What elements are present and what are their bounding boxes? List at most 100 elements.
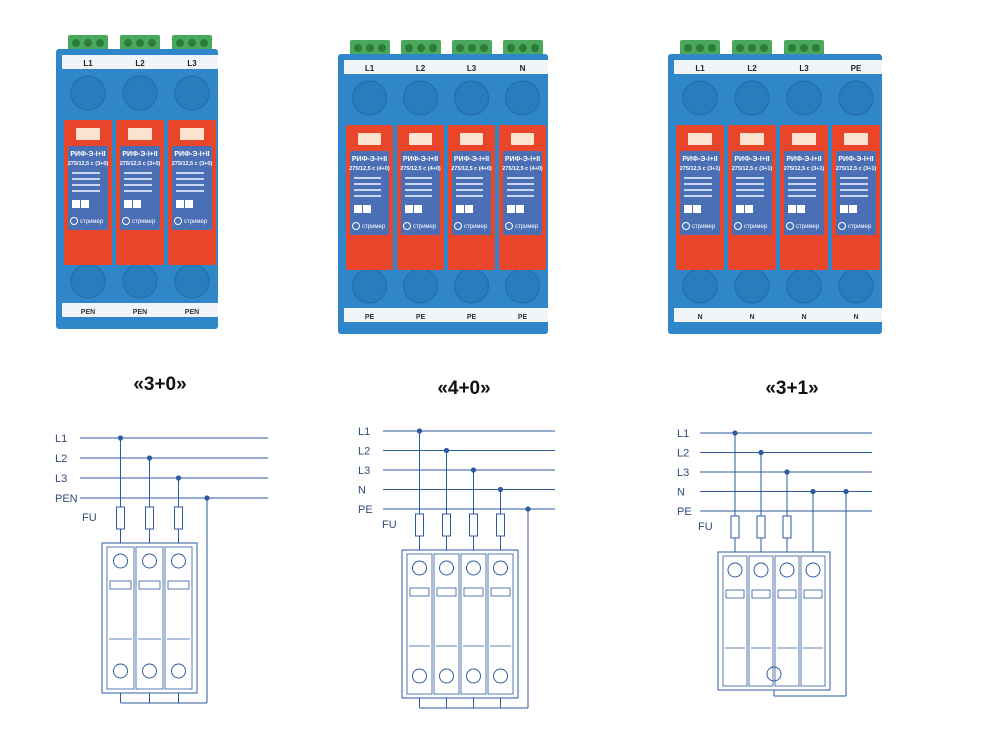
module-spec: 275/12,5 с (4+0) [349, 166, 390, 172]
module-model: РИФ-Э-I+II [838, 156, 873, 163]
bus-label: N [358, 485, 366, 497]
terminal-circle [142, 663, 157, 679]
bottom-terminal-label: N [697, 314, 702, 321]
bus-label: L1 [358, 426, 370, 438]
top-terminal-label: L3 [467, 64, 477, 73]
fuse [756, 515, 766, 539]
top-terminal-label: L2 [135, 59, 145, 68]
fuse [442, 513, 451, 537]
brand-label: стример [692, 224, 716, 230]
bottom-terminal-label: N [853, 314, 858, 321]
status-window [76, 128, 100, 140]
terminal-circle [766, 666, 782, 682]
fuse-label: FU [698, 521, 713, 533]
bus-label: L3 [358, 465, 370, 477]
bottom-terminal-label: PE [467, 314, 477, 321]
screw-cap [122, 75, 158, 111]
status-window [511, 133, 534, 145]
bottom-terminal-label: N [801, 314, 806, 321]
module-spec: 275/12,5 с (3+1) [680, 166, 721, 172]
terminal-circle [113, 553, 128, 569]
bottom-terminal-label: PE [416, 314, 426, 321]
terminal-circle [493, 668, 508, 684]
status-window [358, 133, 381, 145]
module-spec: 275/12,5 с (3+1) [784, 166, 825, 172]
top-terminal-label: L2 [416, 64, 426, 73]
terminal-circle [171, 663, 186, 679]
terminal-circle [142, 553, 157, 569]
status-window [740, 133, 764, 145]
brand-label: стример [132, 219, 156, 225]
screw-cap [838, 80, 874, 116]
terminal-circle [171, 553, 186, 569]
module-model: РИФ-Э-I+II [122, 151, 157, 158]
module-model: РИФ-Э-I+II [734, 156, 769, 163]
top-terminal-label: N [520, 64, 526, 73]
module-spec: 275/12,5 с (3+0) [172, 161, 213, 167]
bus-label: L2 [677, 448, 689, 460]
terminal-circle [753, 562, 769, 578]
fuse [496, 513, 505, 537]
module-spec: 275/12,5 с (3+0) [68, 161, 109, 167]
caption-3-1: «3+1» [765, 378, 819, 399]
fuse [782, 515, 792, 539]
status-window [792, 133, 816, 145]
brand-label: стример [184, 219, 208, 225]
module-model: РИФ-Э-I+II [682, 156, 717, 163]
top-terminal-label: PE [851, 64, 862, 73]
module-model: РИФ-Э-I+II [174, 151, 209, 158]
caption-4-0: «4+0» [437, 378, 491, 399]
top-terminal-label: L3 [187, 59, 197, 68]
fuse [145, 506, 154, 530]
bus-label: PEN [55, 493, 78, 505]
bottom-terminal-label: PE [365, 314, 375, 321]
terminal-circle [412, 560, 427, 576]
top-terminal-label: L1 [365, 64, 375, 73]
module-model: РИФ-Э-I+II [786, 156, 821, 163]
module-model: РИФ-Э-I+II [505, 156, 540, 163]
top-terminal-label: L2 [747, 64, 757, 73]
device-4-0: L1 L2 L3 N РИФ-Э-I+II 275/12,5 с (4+0) стример… [338, 40, 548, 334]
bottom-terminal-label: PEN [81, 309, 95, 316]
status-window [128, 128, 152, 140]
bus-label: L1 [55, 433, 67, 445]
caption-3-0: «3+0» [133, 374, 187, 395]
module-spec: 275/12,5 с (4+0) [400, 166, 441, 172]
module-model: РИФ-Э-I+II [454, 156, 489, 163]
screw-cap [454, 80, 489, 116]
screw-cap [505, 80, 540, 116]
module-model: РИФ-Э-I+II [352, 156, 387, 163]
fuse [415, 513, 424, 537]
spd-outline [717, 551, 831, 691]
status-window [844, 133, 868, 145]
fuse [116, 506, 125, 530]
terminal-circle [113, 663, 128, 679]
module-spec: 275/12,5 с (3+0) [120, 161, 161, 167]
screw-cap [352, 80, 387, 116]
status-window [460, 133, 483, 145]
brand-label: стример [515, 224, 539, 230]
status-window [180, 128, 204, 140]
bus-label: PE [677, 506, 692, 518]
top-terminal-label: L1 [695, 64, 705, 73]
screw-cap [786, 80, 822, 116]
fuse [469, 513, 478, 537]
bus-label: L2 [358, 446, 370, 458]
module-model: РИФ-Э-I+II [70, 151, 105, 158]
status-window [409, 133, 432, 145]
bottom-terminal-label: PEN [185, 309, 199, 316]
brand-label: стример [744, 224, 768, 230]
brand-label: стример [362, 224, 386, 230]
terminal-circle [412, 668, 427, 684]
bus-label: L2 [55, 453, 67, 465]
module-spec: 275/12,5 с (4+0) [451, 166, 492, 172]
terminal-circle [439, 560, 454, 576]
terminal-circle [466, 560, 481, 576]
brand-label: стример [80, 219, 104, 225]
brand-label: стример [796, 224, 820, 230]
bus-label: L3 [55, 473, 67, 485]
terminal-circle [779, 562, 795, 578]
